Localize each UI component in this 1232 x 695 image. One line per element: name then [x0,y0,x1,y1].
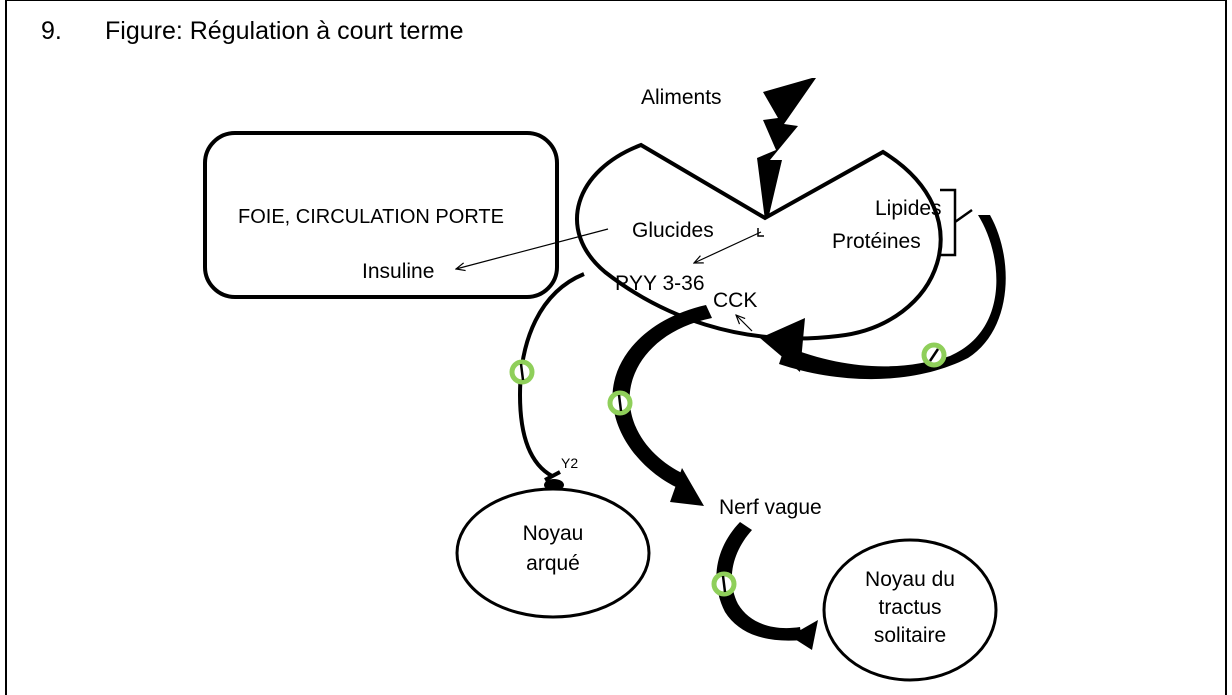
arrow-to-pyy [694,231,762,263]
green-ring-icon [921,342,947,368]
bracket [940,188,973,257]
aliments-label: Aliments [641,86,722,109]
glucides-label: Glucides [632,219,714,242]
proteines-label: Protéines [832,230,921,253]
noyau-tractus-node [822,538,998,682]
arrow-glucides-insuline [456,228,609,269]
cck-pathway-arrow [612,305,712,488]
noyau-tractus-label-3: solitaire [874,624,946,647]
cck-pathway-arrowhead [670,468,704,506]
noyau-arque-label-2: arqué [526,552,580,575]
vague-pathway-arrowhead [790,620,818,650]
figure-title: 9. Figure: Régulation à court terme [41,17,464,46]
lightning-bolt-icon [757,78,816,228]
green-ring-icon [509,359,535,385]
foie-label: FOIE, CIRCULATION PORTE [238,206,504,228]
lipides-feedback-arrow [779,215,1006,380]
liver-box [203,131,559,299]
pyy-pathway [517,272,585,478]
arrow-to-cck [736,315,753,332]
noyau-tractus-label-2: tractus [878,596,941,619]
insuline-label: Insuline [362,260,434,283]
noyau-arque-node [455,487,651,619]
cck-label: CCK [713,289,757,312]
green-ring-icon [607,390,633,416]
noyau-tractus-label-1: Noyau du [865,568,955,591]
figure-number: 9. [41,17,62,45]
nerf-vague-label: Nerf vague [719,496,822,519]
lipides-feedback-arrowhead [760,318,805,372]
stomach-shape [575,142,943,341]
vague-pathway-arrow [716,522,802,641]
green-ring-icon [711,571,737,597]
lipides-label: Lipides [875,197,942,220]
noyau-arque-label-1: Noyau [523,522,584,545]
tick-mark [757,228,764,237]
figure-title-text: Figure: Régulation à court terme [105,17,464,45]
y2-label: Y2 [561,455,578,471]
pyy-label: PYY 3-36 [615,272,705,295]
y2-receptor-bar [544,470,561,482]
figure-frame [5,0,1227,695]
